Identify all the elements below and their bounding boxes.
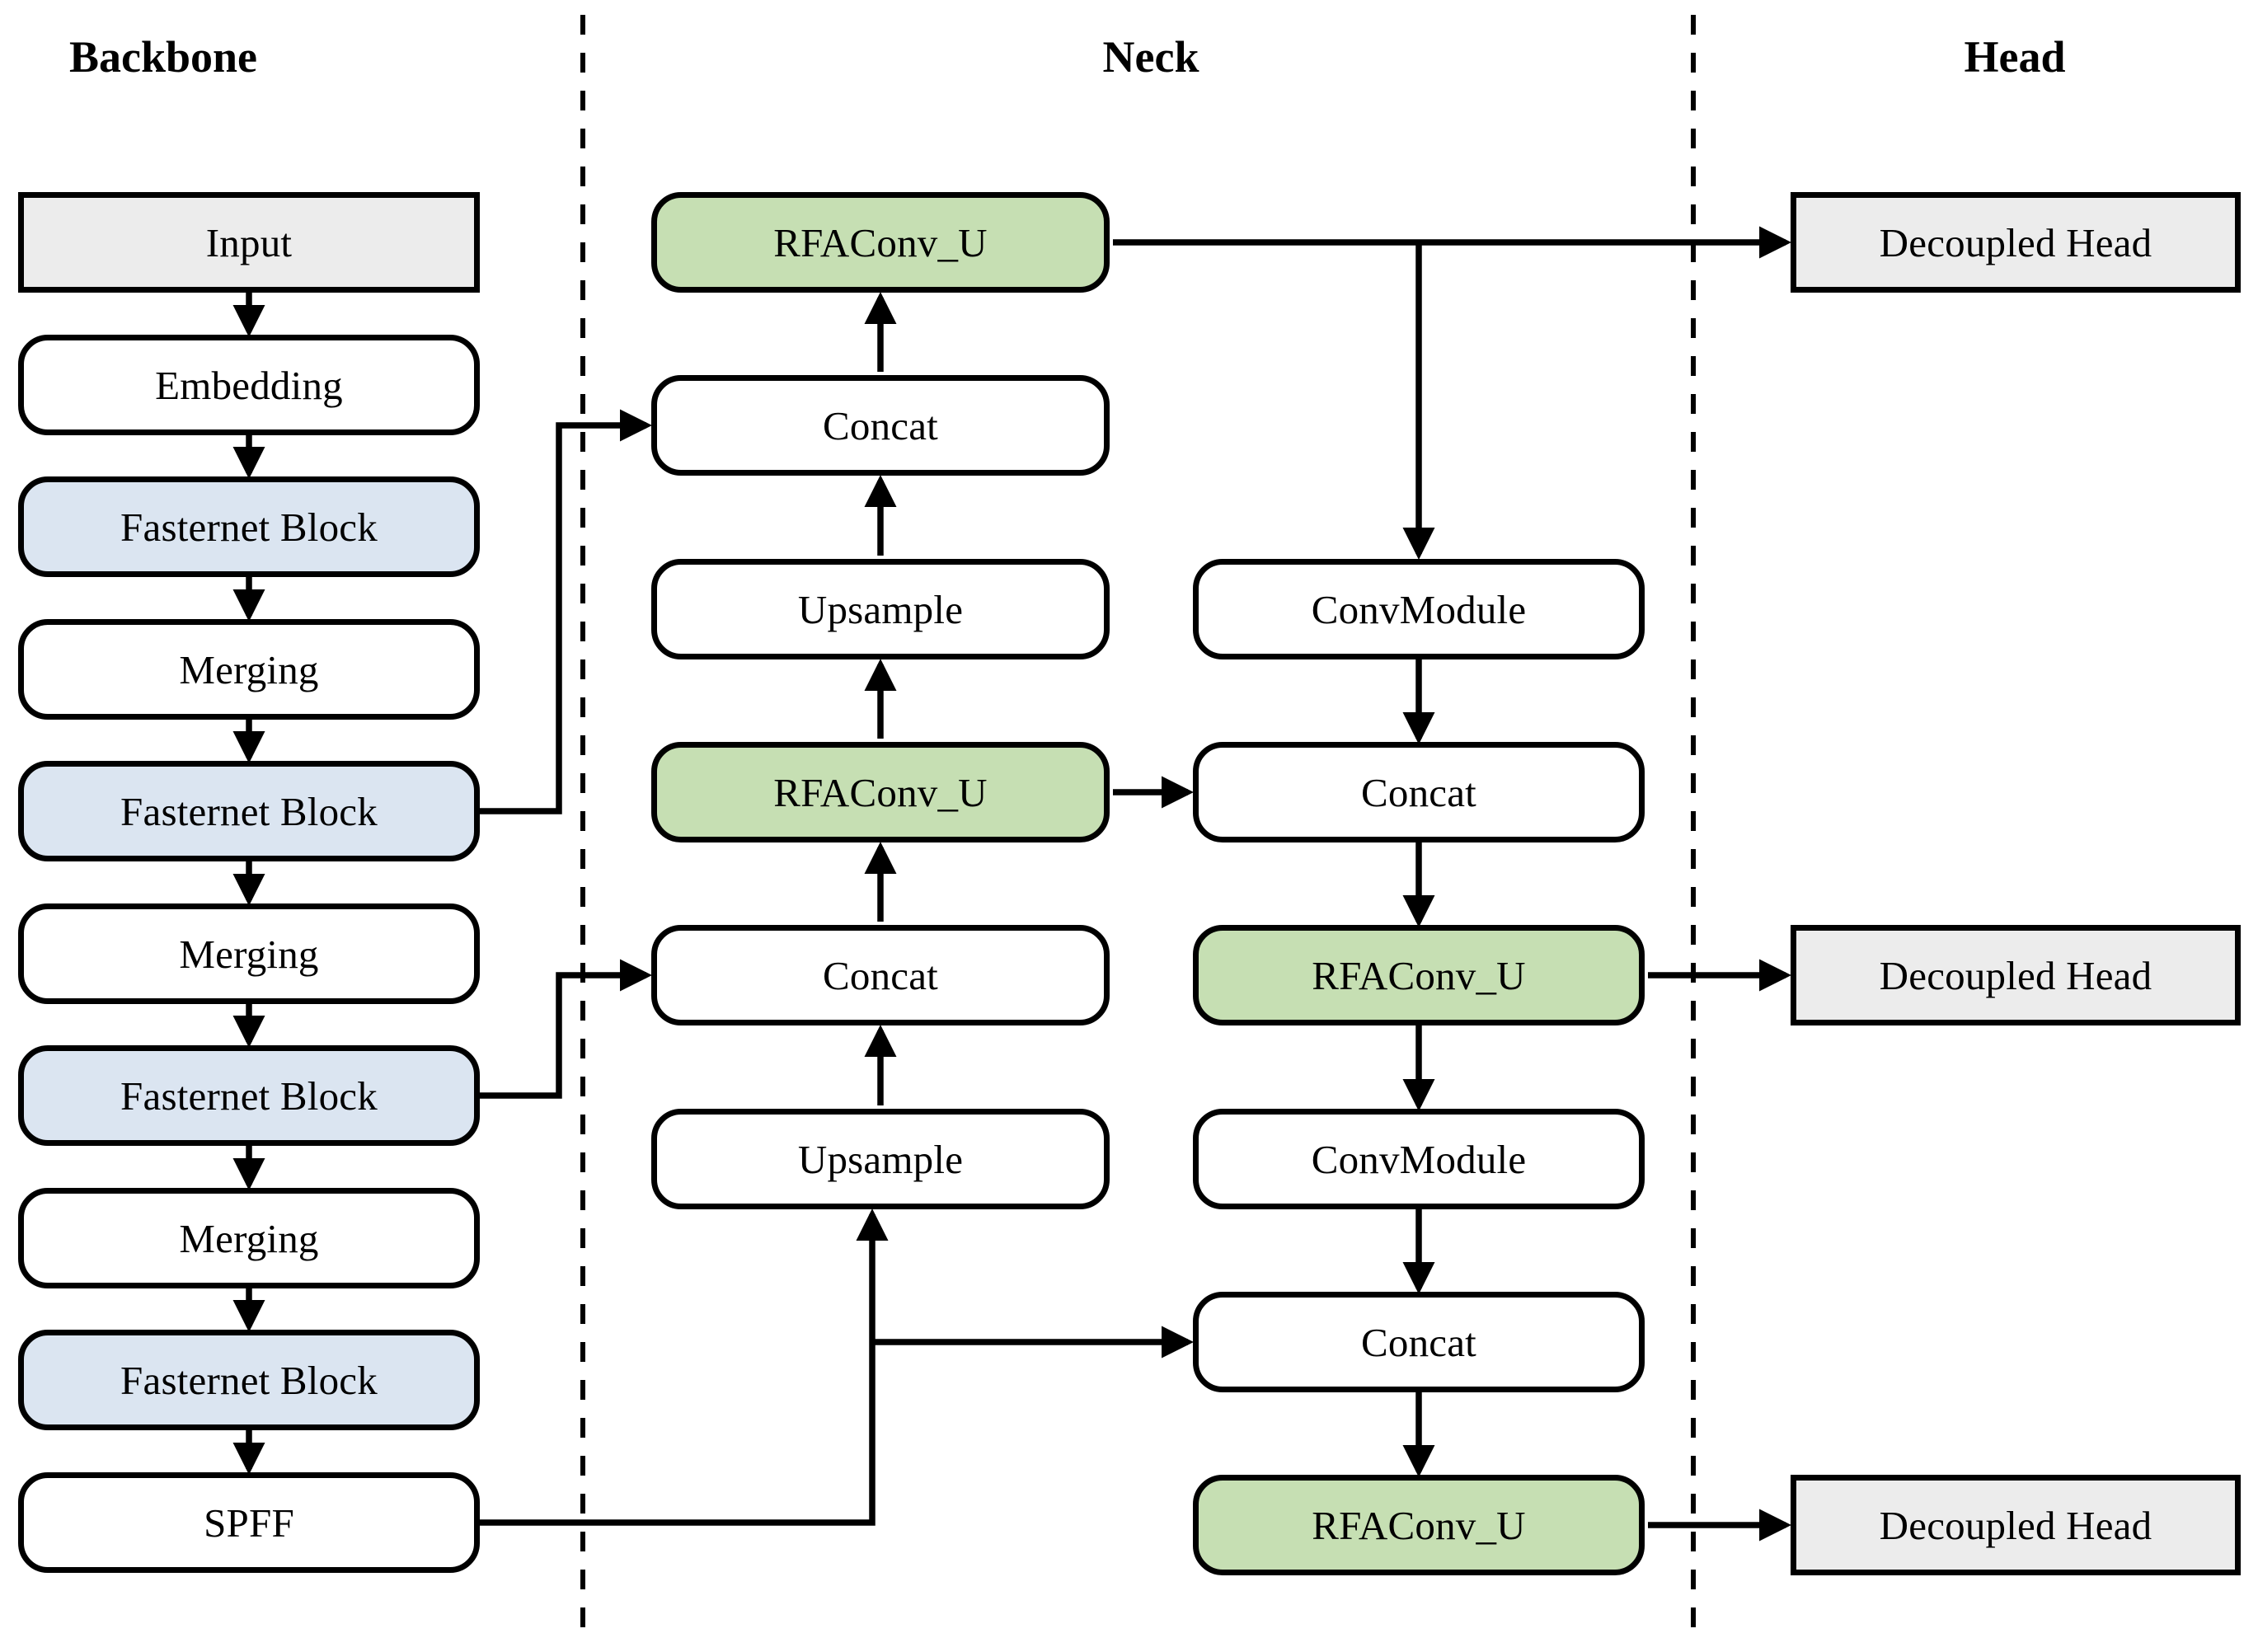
convmodule-1-node[interactable]: ConvModule (1193, 559, 1645, 659)
merging-2-node[interactable]: Merging (18, 903, 480, 1004)
rfaconv-u-neck-top-label: RFAConv_U (773, 219, 988, 265)
decoupled-head-3-label: Decoupled Head (1879, 1502, 2152, 1548)
spff-node[interactable]: SPFF (18, 1472, 480, 1573)
edge-fnb3-concat-neck-2 (480, 959, 653, 1099)
concat-right-1-label: Concat (1361, 769, 1476, 815)
convmodule-2-node[interactable]: ConvModule (1193, 1109, 1645, 1209)
fasternet-block-2-node[interactable]: Fasternet Block (18, 761, 480, 861)
decoupled-head-3-node[interactable]: Decoupled Head (1791, 1475, 2241, 1575)
fasternet-block-3-node[interactable]: Fasternet Block (18, 1045, 480, 1146)
concat-right-2-label: Concat (1361, 1319, 1476, 1365)
concat-neck-2-label: Concat (823, 952, 938, 998)
upsample-1-label: Upsample (797, 586, 964, 632)
convmodule-1-label: ConvModule (1311, 586, 1527, 632)
decoupled-head-1-node[interactable]: Decoupled Head (1791, 192, 2241, 293)
column-title-backbone: Backbone (68, 32, 258, 82)
embedding-node[interactable]: Embedding (18, 335, 480, 435)
rfaconv-u-right-1-node[interactable]: RFAConv_U (1193, 925, 1645, 1025)
rfaconv-u-neck-mid-label: RFAConv_U (773, 769, 988, 815)
concat-neck-2-node[interactable]: Concat (651, 925, 1110, 1025)
merging-3-label: Merging (179, 1215, 319, 1261)
rfaconv-u-neck-top-node[interactable]: RFAConv_U (651, 192, 1110, 293)
convmodule-2-label: ConvModule (1311, 1136, 1527, 1182)
column-title-head: Head (1964, 32, 2066, 82)
merging-1-label: Merging (179, 646, 319, 692)
concat-right-1-node[interactable]: Concat (1193, 742, 1645, 842)
rfaconv-u-neck-mid-node[interactable]: RFAConv_U (651, 742, 1110, 842)
decoupled-head-1-label: Decoupled Head (1879, 219, 2152, 265)
decoupled-head-2-node[interactable]: Decoupled Head (1791, 925, 2241, 1025)
concat-right-2-node[interactable]: Concat (1193, 1292, 1645, 1392)
concat-neck-1-node[interactable]: Concat (651, 375, 1110, 476)
upsample-1-node[interactable]: Upsample (651, 559, 1110, 659)
rfaconv-u-right-2-label: RFAConv_U (1312, 1502, 1526, 1548)
upsample-2-label: Upsample (797, 1136, 964, 1182)
edge-spff-upsample-2 (480, 1208, 889, 1526)
merging-3-node[interactable]: Merging (18, 1188, 480, 1288)
fasternet-block-4-node[interactable]: Fasternet Block (18, 1330, 480, 1430)
input-node[interactable]: Input (18, 192, 480, 293)
input-label: Input (205, 219, 293, 265)
fasternet-block-3-label: Fasternet Block (120, 1072, 378, 1119)
edge-fnb2-concat-neck-1 (480, 409, 653, 814)
rfaconv-u-right-1-label: RFAConv_U (1312, 952, 1526, 998)
embedding-label: Embedding (155, 362, 343, 408)
upsample-2-node[interactable]: Upsample (651, 1109, 1110, 1209)
rfaconv-u-right-2-node[interactable]: RFAConv_U (1193, 1475, 1645, 1575)
concat-neck-1-label: Concat (823, 402, 938, 448)
merging-1-node[interactable]: Merging (18, 619, 480, 720)
fasternet-block-1-node[interactable]: Fasternet Block (18, 476, 480, 577)
fasternet-block-1-label: Fasternet Block (120, 504, 378, 550)
fasternet-block-4-label: Fasternet Block (120, 1357, 378, 1403)
decoupled-head-2-label: Decoupled Head (1879, 952, 2152, 998)
column-title-neck: Neck (1102, 32, 1199, 82)
spff-label: SPFF (204, 1499, 294, 1546)
merging-2-label: Merging (179, 931, 319, 977)
fasternet-block-2-label: Fasternet Block (120, 788, 378, 834)
